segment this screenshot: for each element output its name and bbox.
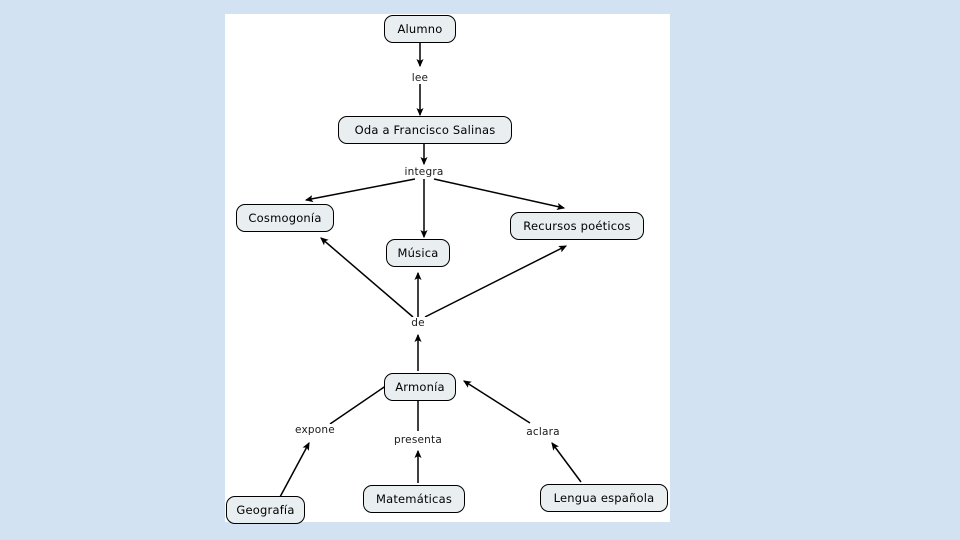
node-armonia[interactable]: Armonía	[384, 373, 456, 401]
edge-label-de: de	[409, 317, 427, 329]
node-oda-a-francisco-salinas[interactable]: Oda a Francisco Salinas	[338, 116, 512, 144]
edge-label-integra: integra	[402, 166, 446, 178]
concept-map-panel: Alumno Oda a Francisco Salinas Cosmogoní…	[225, 14, 670, 524]
node-musica[interactable]: Música	[386, 239, 450, 267]
node-lengua-label: Lengua española	[553, 491, 655, 505]
node-matematicas-label: Matemáticas	[375, 492, 453, 506]
node-recursos-poeticos[interactable]: Recursos poéticos	[510, 212, 644, 240]
edge-label-lee: lee	[409, 72, 431, 84]
edge-aclara-armonia	[463, 380, 531, 424]
node-alumno-label: Alumno	[397, 22, 443, 36]
node-musica-label: Música	[397, 246, 439, 260]
edge-geografia-expone	[279, 442, 310, 498]
node-cosmogonia[interactable]: Cosmogonía	[236, 204, 334, 232]
node-geografia[interactable]: Geografía	[226, 496, 305, 524]
edge-label-expone: expone	[293, 424, 337, 436]
edge-label-aclara: aclara	[524, 426, 562, 438]
node-geografia-label: Geografía	[236, 503, 295, 517]
node-armonia-label: Armonía	[395, 380, 445, 394]
node-matematicas[interactable]: Matemáticas	[363, 485, 465, 513]
concept-map-edges	[279, 43, 582, 498]
edge-integra-recursos	[433, 178, 566, 210]
edge-label-presenta: presenta	[392, 434, 444, 446]
node-lengua-espanola[interactable]: Lengua española	[540, 484, 668, 512]
edge-de-cosmogonia	[320, 237, 414, 318]
node-oda-label: Oda a Francisco Salinas	[354, 123, 496, 137]
edge-integra-cosmogonia	[304, 178, 416, 203]
edge-expone-armonia	[329, 380, 394, 425]
edge-de-recursos	[424, 245, 568, 318]
node-recursos-label: Recursos poéticos	[523, 219, 631, 233]
node-alumno[interactable]: Alumno	[384, 15, 456, 43]
edge-lengua-aclara	[551, 442, 582, 483]
node-cosmogonia-label: Cosmogonía	[248, 211, 322, 225]
